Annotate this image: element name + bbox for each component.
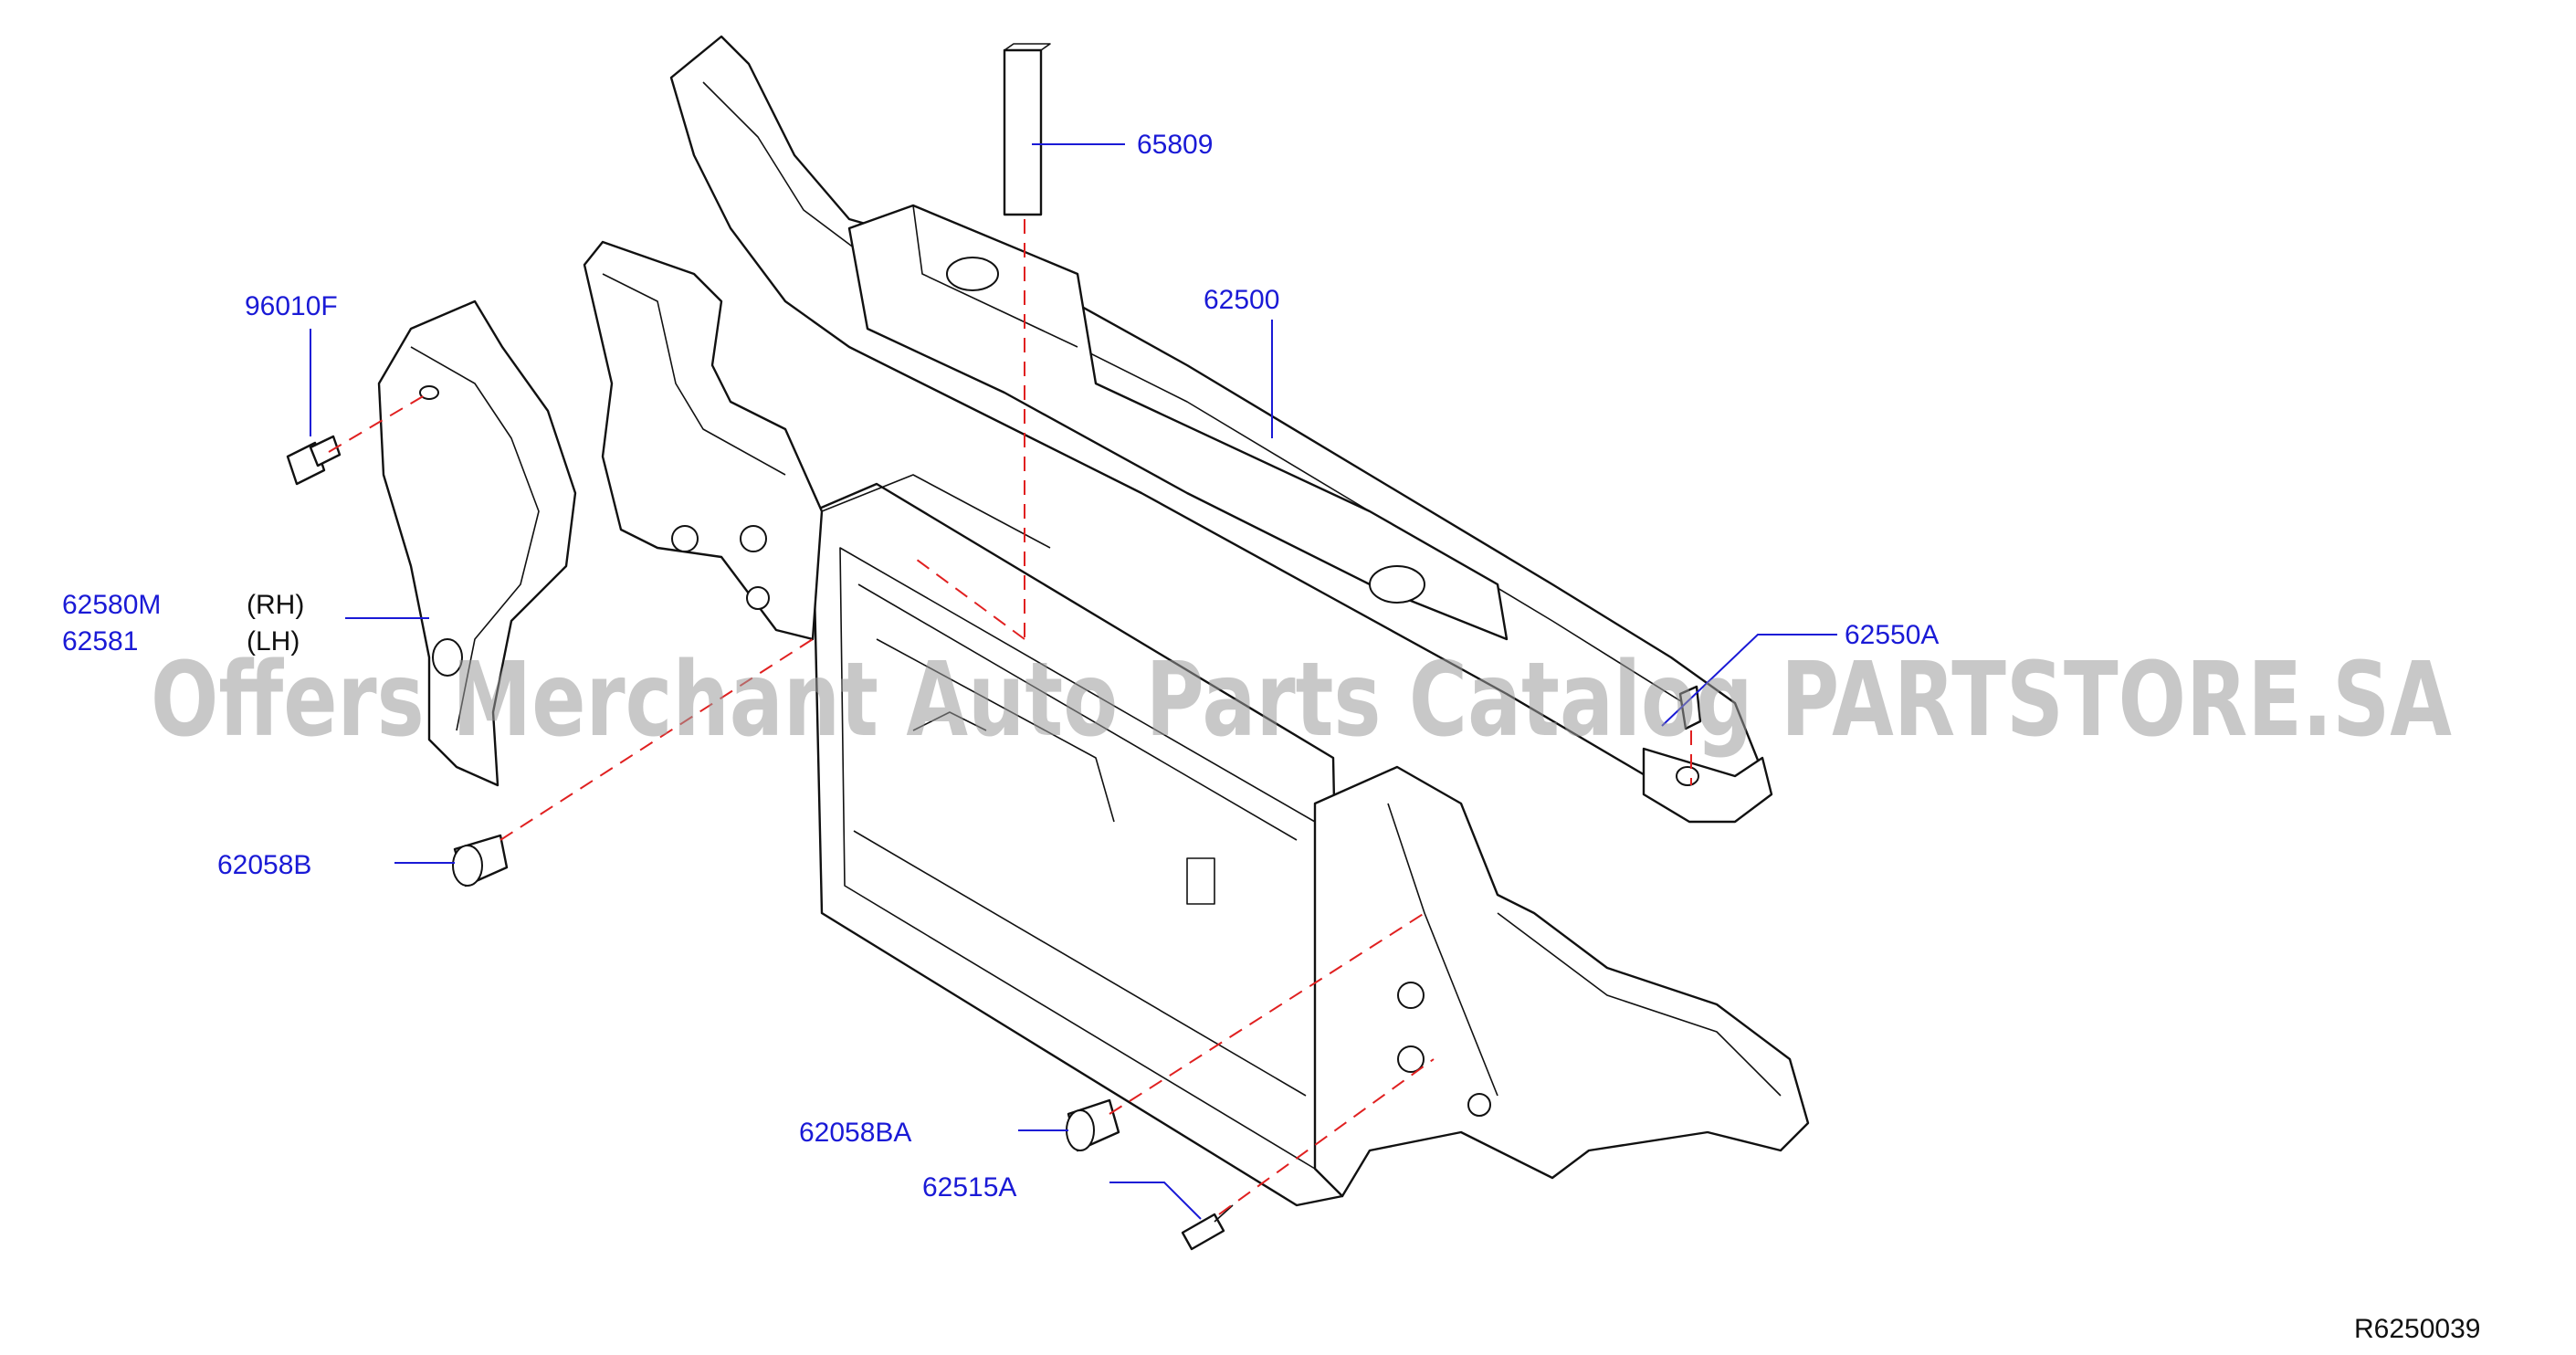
label-62500: 62500 xyxy=(1204,285,1279,315)
label-62581-side: (LH) xyxy=(247,626,300,656)
label-62515A: 62515A xyxy=(922,1172,1016,1203)
watermark: Offers Merchant Auto Parts Catalog PARTS… xyxy=(151,641,2452,760)
label-62580M-side: (RH) xyxy=(247,590,304,620)
label-62058BA: 62058BA xyxy=(799,1118,911,1148)
assembly-dashed-lines xyxy=(328,219,1692,1215)
seal-65809-drawing xyxy=(1003,43,1051,216)
clip-96010F-drawing xyxy=(286,435,342,486)
air-guide-drawing xyxy=(377,299,577,787)
label-62581: 62581 xyxy=(62,626,138,656)
grommet-62058BA-drawing xyxy=(1066,1098,1120,1152)
leader-lines xyxy=(310,143,1837,1220)
label-62580M: 62580M xyxy=(62,590,161,620)
bolt-62515A-drawing xyxy=(1181,1204,1234,1251)
clip-62550A-drawing xyxy=(1678,685,1702,730)
diagram-code: R6250039 xyxy=(2354,1314,2480,1344)
radiator-core-support-drawing xyxy=(583,35,1810,1207)
label-62058B: 62058B xyxy=(217,850,311,880)
grommet-62058B-drawing xyxy=(452,834,509,888)
label-65809: 65809 xyxy=(1137,130,1213,160)
label-62550A: 62550A xyxy=(1845,620,1939,650)
label-96010F: 96010F xyxy=(245,291,338,321)
